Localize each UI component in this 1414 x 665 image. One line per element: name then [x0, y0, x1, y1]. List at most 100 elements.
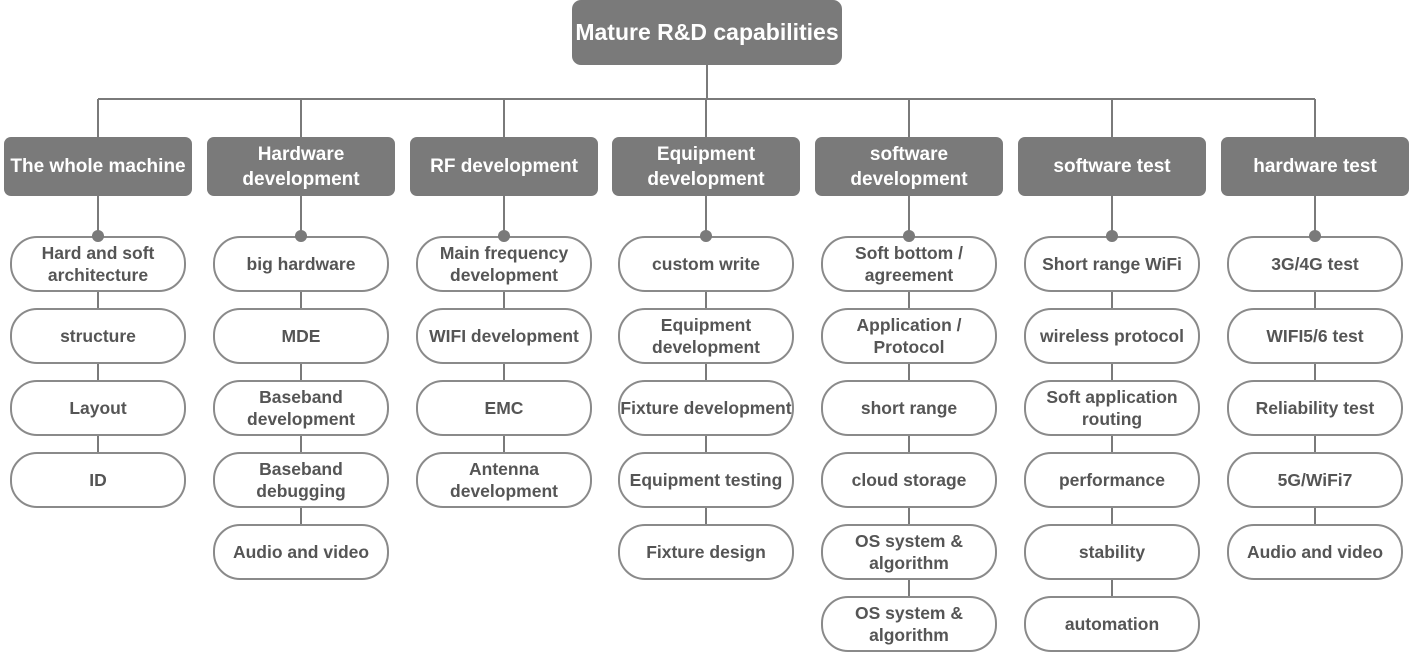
item-label: Audio and video: [232, 542, 370, 562]
item-label: performance: [1058, 470, 1165, 490]
category-equipment-development: Equipment development: [612, 137, 800, 196]
item-main-frequency-development: Main frequency development: [416, 236, 592, 292]
item-short-range: short range: [821, 380, 997, 436]
item-label: WIFI5/6 test: [1266, 326, 1364, 346]
column-hardware-development: Hardware development big hardware MDE Ba…: [207, 0, 397, 665]
item-baseband-debugging: Baseband debugging: [213, 452, 389, 508]
item-5g-wifi7: 5G/WiFi7: [1227, 452, 1403, 508]
item-label: MDE: [281, 326, 321, 346]
item-label: WIFI development: [429, 326, 579, 346]
root-title: Mature R&D capabilities: [575, 19, 839, 45]
column-software-development: software development Soft bottom / agree…: [815, 0, 1005, 665]
item-label: Main frequency development: [439, 243, 569, 285]
column-software-test: software test Short range WiFi wireless …: [1018, 0, 1208, 665]
connector-dot: [92, 230, 104, 242]
item-label: Soft application routing: [1046, 387, 1178, 429]
item-3g-4g-test: 3G/4G test: [1227, 236, 1403, 292]
category-label: software test: [1053, 156, 1171, 177]
item-audio-video: Audio and video: [213, 524, 389, 580]
item-stability: stability: [1024, 524, 1200, 580]
item-label: wireless protocol: [1040, 326, 1184, 346]
item-hard-soft-architecture: Hard and soft architecture: [10, 236, 186, 292]
item-label: EMC: [484, 398, 524, 418]
column-rf-development: RF development Main frequency developmen…: [410, 0, 600, 665]
item-baseband-development: Baseband development: [213, 380, 389, 436]
column-hardware-test: hardware test 3G/4G test WIFI5/6 test Re…: [1221, 0, 1411, 665]
item-wifi5-6-test: WIFI5/6 test: [1227, 308, 1403, 364]
item-custom-write: custom write: [618, 236, 794, 292]
item-reliability-test: Reliability test: [1227, 380, 1403, 436]
item-layout: Layout: [10, 380, 186, 436]
item-label: automation: [1064, 614, 1160, 634]
item-performance: performance: [1024, 452, 1200, 508]
item-label: custom write: [652, 254, 760, 274]
item-antenna-development: Antenna development: [416, 452, 592, 508]
item-short-range-wifi: Short range WiFi: [1024, 236, 1200, 292]
item-label: Hard and soft architecture: [41, 243, 155, 285]
item-label: structure: [60, 326, 136, 346]
category-software-test: software test: [1018, 137, 1206, 196]
category-label: hardware test: [1253, 156, 1377, 177]
category-software-development: software development: [815, 137, 1003, 196]
item-label: OS system & algorithm: [855, 603, 963, 645]
item-soft-bottom-agreement: Soft bottom / agreement: [821, 236, 997, 292]
item-cloud-storage: cloud storage: [821, 452, 997, 508]
item-big-hardware: big hardware: [213, 236, 389, 292]
item-label: Reliability test: [1255, 398, 1375, 418]
item-label: OS system & algorithm: [855, 531, 963, 573]
connector-dot: [903, 230, 915, 242]
item-label: 5G/WiFi7: [1277, 470, 1353, 490]
connector-dot: [1309, 230, 1321, 242]
connector-dot: [1106, 230, 1118, 242]
column-whole-machine: The whole machine Hard and soft architec…: [4, 0, 194, 665]
item-os-system-algorithm: OS system & algorithm: [821, 524, 997, 580]
item-label: stability: [1078, 542, 1146, 562]
item-automation: automation: [1024, 596, 1200, 652]
column-equipment-development: Equipment development custom write Equip…: [612, 0, 802, 665]
category-label: RF development: [430, 156, 578, 177]
item-fixture-development: Fixture development: [618, 380, 794, 436]
item-label: Equipment testing: [629, 470, 783, 490]
category-hardware-development: Hardware development: [207, 137, 395, 196]
item-label: Antenna development: [450, 459, 558, 501]
item-equipment-testing: Equipment testing: [618, 452, 794, 508]
connector-dot: [295, 230, 307, 242]
category-label: The whole machine: [10, 156, 186, 177]
item-label: Layout: [69, 398, 127, 418]
item-label: short range: [860, 398, 958, 418]
item-label: Short range WiFi: [1042, 254, 1182, 274]
item-os-system-algorithm-2: OS system & algorithm: [821, 596, 997, 652]
item-label: Audio and video: [1246, 542, 1384, 562]
connector-dot: [498, 230, 510, 242]
item-id: ID: [10, 452, 186, 508]
item-label: 3G/4G test: [1271, 254, 1359, 274]
item-label: big hardware: [246, 254, 356, 274]
item-label: ID: [89, 470, 107, 490]
item-label: cloud storage: [851, 470, 967, 490]
item-label: Soft bottom / agreement: [855, 243, 963, 285]
item-emc: EMC: [416, 380, 592, 436]
item-structure: structure: [10, 308, 186, 364]
item-label: Baseband development: [247, 387, 355, 429]
connector-dot: [700, 230, 712, 242]
item-wifi-development: WIFI development: [416, 308, 592, 364]
item-application-protocol: Application / Protocol: [821, 308, 997, 364]
item-mde: MDE: [213, 308, 389, 364]
category-label: Hardware development: [242, 143, 360, 190]
item-label: Fixture design: [646, 542, 766, 562]
category-whole-machine: The whole machine: [4, 137, 192, 196]
item-label: Application / Protocol: [856, 315, 962, 357]
category-hardware-test: hardware test: [1221, 137, 1409, 196]
category-label: Equipment development: [647, 143, 765, 190]
item-soft-application-routing: Soft application routing: [1024, 380, 1200, 436]
category-label: software development: [850, 143, 968, 190]
root-node: Mature R&D capabilities: [572, 0, 842, 65]
item-audio-video-test: Audio and video: [1227, 524, 1403, 580]
item-label: Fixture development: [620, 398, 792, 418]
item-label: Equipment development: [652, 315, 760, 357]
category-rf-development: RF development: [410, 137, 598, 196]
item-fixture-design: Fixture design: [618, 524, 794, 580]
item-equipment-development: Equipment development: [618, 308, 794, 364]
item-wireless-protocol: wireless protocol: [1024, 308, 1200, 364]
item-label: Baseband debugging: [256, 459, 346, 501]
